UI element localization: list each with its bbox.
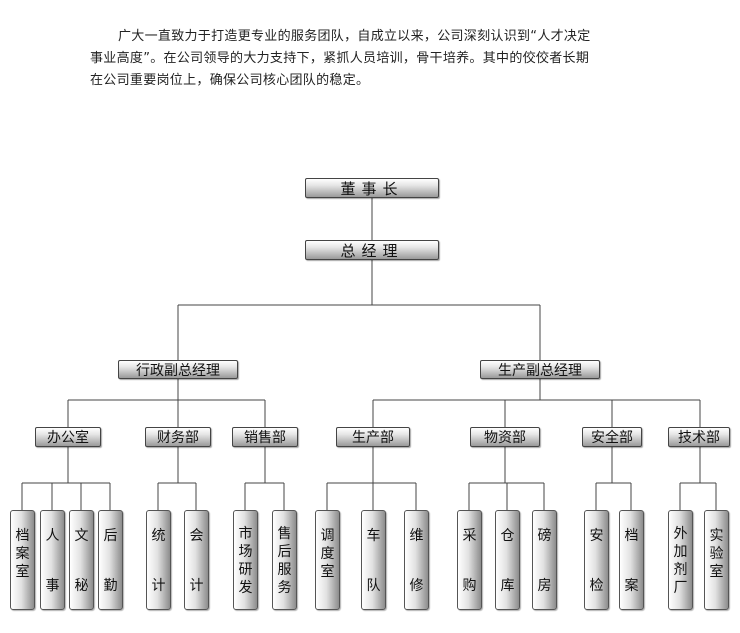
unit-secretarial: 文秘 — [69, 510, 94, 610]
production-vp-box: 生产副总经理 — [480, 360, 600, 379]
unit-safety-inspection: 安检 — [584, 510, 609, 610]
unit-char: 实 — [709, 528, 724, 544]
unit-char: 人 — [45, 528, 60, 544]
unit-char: 计 — [189, 578, 204, 594]
dept-office-label: 办公室 — [47, 430, 89, 446]
unit-char: 调 — [320, 528, 335, 544]
unit-char: 外 — [673, 526, 688, 542]
dept-materials-label: 物资部 — [484, 430, 526, 446]
unit-char: 购 — [462, 578, 477, 594]
dept-materials-box: 物资部 — [470, 427, 540, 447]
unit-char: 发 — [238, 580, 253, 596]
unit-weighbridge: 磅房 — [532, 510, 557, 610]
unit-purchasing: 采购 — [457, 510, 482, 610]
unit-char: 加 — [673, 544, 688, 560]
dept-finance-label: 财务部 — [157, 430, 199, 446]
intro-line-1: 广大一直致力于打造更专业的服务团队，自成立以来，公司深刻认识到“人才决定 — [118, 29, 591, 44]
unit-char: 务 — [277, 580, 292, 596]
dept-production-label: 生产部 — [352, 430, 394, 446]
chairman-label: 董事长 — [340, 179, 404, 198]
unit-logistics: 后勤 — [98, 510, 123, 610]
dept-tech-label: 技术部 — [678, 430, 720, 446]
unit-char: 后 — [277, 544, 292, 560]
unit-char: 秘 — [74, 578, 89, 594]
dept-sales-box: 销售部 — [232, 427, 298, 447]
unit-fleet: 车队 — [361, 510, 386, 610]
unit-char: 服 — [277, 562, 292, 578]
dept-safety-label: 安全部 — [591, 430, 633, 446]
unit-char: 文 — [74, 528, 89, 544]
unit-char: 厂 — [673, 580, 688, 596]
chairman-box: 董事长 — [305, 178, 439, 198]
unit-char: 库 — [500, 578, 515, 594]
intro-paragraph: 广大一直致力于打造更专业的服务团队，自成立以来，公司深刻认识到“人才决定 事业高… — [90, 26, 650, 92]
dept-safety-box: 安全部 — [582, 427, 642, 447]
unit-warehouse: 仓库 — [495, 510, 520, 610]
unit-char: 事 — [45, 578, 60, 594]
admin-vp-label: 行政副总经理 — [136, 362, 220, 379]
unit-char: 后 — [103, 528, 118, 544]
unit-char: 仓 — [500, 528, 515, 544]
general-manager-label: 总经理 — [340, 241, 404, 260]
unit-laboratory: 实验室 — [704, 510, 729, 610]
intro-line-2: 事业高度”。在公司领导的大力支持下，紧抓人员培训，骨干培养。其中的佼佼者长期 — [90, 51, 590, 66]
unit-market-research: 市场研发 — [233, 510, 258, 610]
admin-vp-box: 行政副总经理 — [118, 360, 238, 379]
dept-production-box: 生产部 — [336, 427, 410, 447]
unit-char: 磅 — [537, 528, 552, 544]
unit-char: 市 — [238, 526, 253, 542]
unit-dispatch-room: 调度室 — [315, 510, 340, 610]
unit-char: 售 — [277, 526, 292, 542]
intro-line-3: 在公司重要岗位上，确保公司核心团队的稳定。 — [90, 73, 370, 88]
unit-after-sales: 售后服务 — [272, 510, 297, 610]
production-vp-label: 生产副总经理 — [498, 362, 582, 379]
unit-char: 统 — [151, 528, 166, 544]
unit-char: 房 — [537, 578, 552, 594]
unit-char: 队 — [366, 578, 381, 594]
unit-char: 会 — [189, 528, 204, 544]
unit-char: 研 — [238, 562, 253, 578]
unit-char: 检 — [589, 578, 604, 594]
unit-char: 维 — [409, 528, 424, 544]
unit-char: 场 — [238, 544, 253, 560]
general-manager-box: 总经理 — [305, 240, 439, 260]
unit-char: 档 — [624, 528, 639, 544]
unit-char: 室 — [709, 564, 724, 580]
unit-archives-room: 档案室 — [10, 510, 35, 610]
unit-char: 室 — [15, 564, 30, 580]
unit-char: 室 — [320, 564, 335, 580]
unit-char: 采 — [462, 528, 477, 544]
dept-sales-label: 销售部 — [244, 430, 286, 446]
unit-char: 案 — [15, 546, 30, 562]
unit-char: 修 — [409, 578, 424, 594]
unit-char: 计 — [151, 578, 166, 594]
unit-char: 勤 — [103, 578, 118, 594]
dept-finance-box: 财务部 — [145, 427, 211, 447]
unit-personnel: 人事 — [40, 510, 65, 610]
unit-accounting: 会计 — [184, 510, 209, 610]
unit-char: 案 — [624, 578, 639, 594]
unit-statistics: 统计 — [146, 510, 171, 610]
unit-char: 档 — [15, 528, 30, 544]
dept-office-box: 办公室 — [35, 427, 101, 447]
unit-maintenance: 维修 — [404, 510, 429, 610]
unit-char: 安 — [589, 528, 604, 544]
unit-char: 度 — [320, 546, 335, 562]
unit-char: 车 — [366, 528, 381, 544]
dept-tech-box: 技术部 — [668, 427, 730, 447]
unit-char: 剂 — [673, 562, 688, 578]
unit-char: 验 — [709, 546, 724, 562]
unit-admixture-plant: 外加剂厂 — [668, 510, 693, 610]
unit-archives: 档案 — [619, 510, 644, 610]
